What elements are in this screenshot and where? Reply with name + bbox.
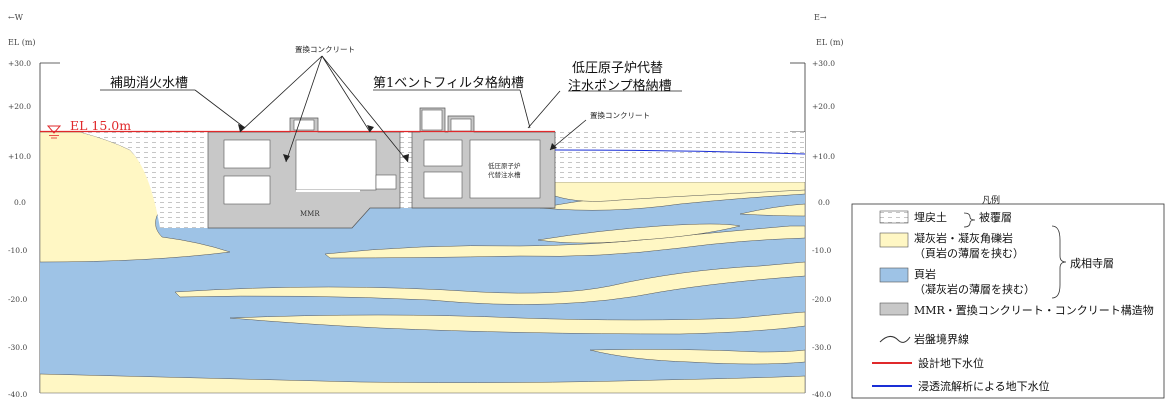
legend-backfill: 埋戻土 — [914, 211, 947, 224]
legend-shale-line1: 頁岩 — [914, 268, 936, 281]
backfill-left — [80, 132, 210, 228]
replacement-concrete-label-right: 置換コンクリート — [590, 111, 650, 120]
right-tick-label: -40.0 — [812, 390, 832, 399]
aux-fire-water-tank-label: 補助消火水槽 — [110, 76, 189, 91]
inner-tank-label-line1: 低圧原子炉 — [488, 162, 521, 170]
tuff-right-top — [554, 181, 806, 202]
tuff-lens-8 — [589, 349, 806, 365]
pump-tank-label-line2: 注水ポンプ格納槽 — [568, 79, 672, 94]
legend-mmr: MMR・置換コンクリート・コンクリート構造物 — [914, 304, 1154, 317]
backfill-mid — [400, 132, 412, 208]
left-tick-label: +10.0 — [8, 152, 31, 161]
tuff-lens-6 — [229, 311, 806, 335]
legend-design-groundwater: 設計地下水位 — [918, 357, 984, 370]
legend-title: 凡例 — [982, 196, 1001, 206]
east-direction-label: E→ — [814, 13, 827, 22]
left-tick-label: +30.0 — [8, 59, 31, 68]
left-unit-label: EL (m) — [8, 38, 36, 47]
left-tick-label: -10.0 — [8, 246, 28, 255]
backfill-right — [555, 132, 805, 182]
tuff-lens-2 — [324, 225, 806, 259]
legend-shale-line2: （凝灰岩の薄層を挟む） — [914, 283, 1035, 296]
vent-filter-tank-label: 第1ベントフィルタ格納槽 — [373, 76, 525, 91]
right-tick-label: 0.0 — [818, 198, 830, 207]
legend-formation: 成相寺層 — [1070, 257, 1114, 270]
left-tick-label: 0.0 — [14, 198, 26, 207]
tuff-lens-7 — [39, 373, 806, 394]
legend-tuff-line2: （頁岩の薄層を挟む） — [914, 247, 1024, 260]
leader-lines — [100, 55, 682, 163]
right-tick-label: +10.0 — [812, 152, 835, 161]
left-tick-label: -20.0 — [8, 295, 28, 304]
right-tick-label: -20.0 — [812, 295, 832, 304]
right-tick-label: -10.0 — [812, 246, 832, 255]
legend-rock-boundary: 岩盤境界線 — [914, 333, 969, 346]
west-direction-label: ←W — [8, 13, 23, 22]
water-level-label: EL 15.0m — [70, 118, 132, 133]
inner-tank-label-line2: 代替注水槽 — [488, 171, 521, 179]
right-tick-label: +30.0 — [812, 59, 835, 68]
legend-box — [851, 203, 1165, 399]
left-tick-label: +20.0 — [8, 102, 31, 111]
legend-cover-layer: 被覆層 — [979, 211, 1012, 224]
left-tick-label: -40.0 — [8, 390, 28, 399]
left-tick-label: -30.0 — [8, 343, 28, 352]
tuff-lens-1 — [174, 261, 806, 305]
legend-seepage-groundwater: 浸透流解析による地下水位 — [918, 380, 1050, 393]
right-unit-label: EL (m) — [816, 38, 844, 47]
water-level-symbol — [46, 125, 62, 134]
tuff-lens-5 — [739, 203, 806, 217]
tuff-lens-3 — [537, 223, 741, 244]
right-tick-label: -30.0 — [812, 343, 832, 352]
legend-tuff-line1: 凝灰岩・凝灰角礫岩 — [914, 232, 1013, 245]
seepage-groundwater-line — [554, 149, 806, 155]
pump-tank-label-line1: 低圧原子炉代替 — [572, 61, 664, 76]
mmr-label: MMR — [300, 210, 320, 218]
right-tick-label: +20.0 — [812, 102, 835, 111]
replacement-concrete-label-top: 置換コンクリート — [295, 45, 355, 54]
